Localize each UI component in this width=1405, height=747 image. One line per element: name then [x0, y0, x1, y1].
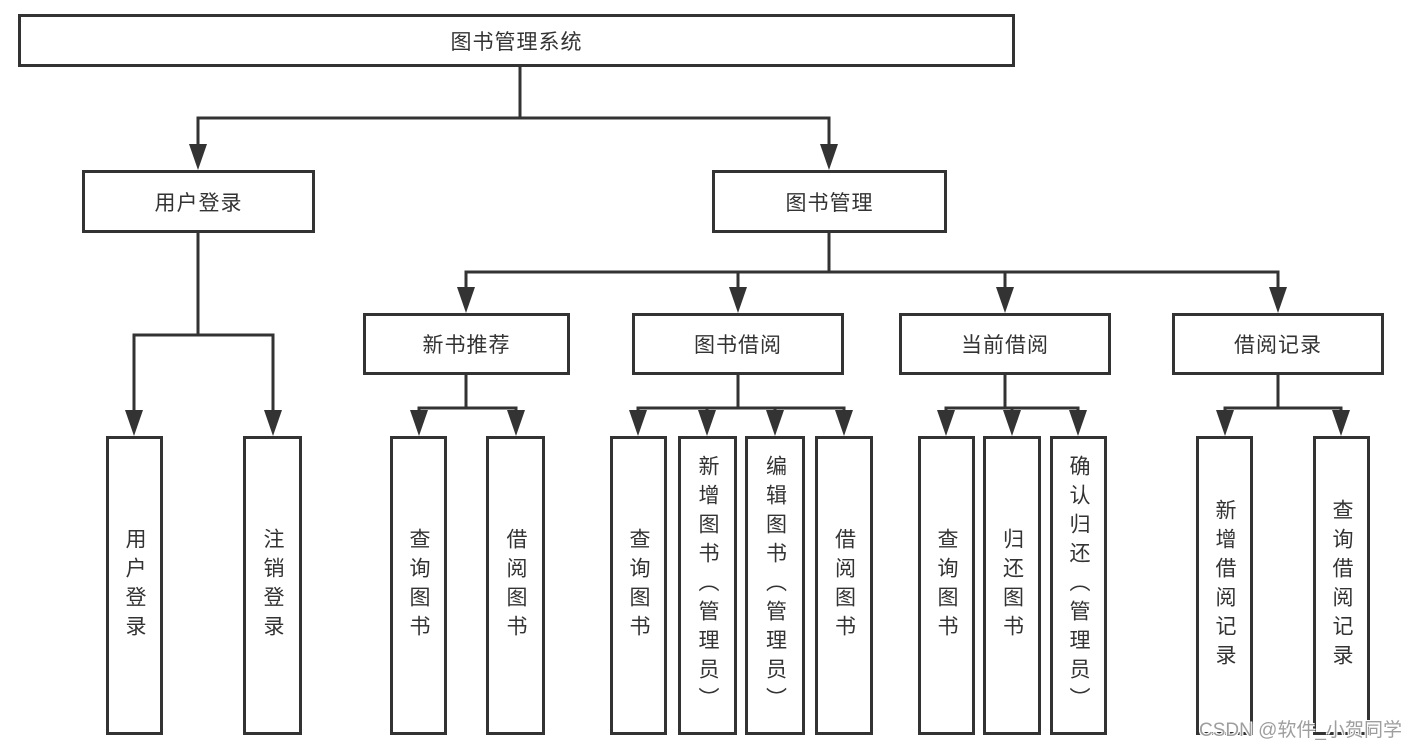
leaf-logout: 注销登录 [243, 436, 302, 735]
csdn-watermark: CSDN @软件_小贺同学 [1199, 720, 1402, 741]
leaf-borrow-books-recommend: 借阅图书 [486, 436, 545, 735]
leaf-query-books-recommend: 查询图书 [390, 436, 447, 735]
node-label: 图书管理系统 [450, 30, 583, 54]
leaf-borrow-books: 借阅图书 [815, 436, 873, 735]
leaf-add-book-admin: 新增图书（管理员） [678, 436, 737, 735]
node-label: 新增借阅记录 [1213, 498, 1236, 673]
node-library-management-system: 图书管理系统 [18, 14, 1015, 67]
node-label: 查询图书 [407, 527, 430, 644]
leaf-user-login: 用户登录 [106, 436, 163, 735]
node-label: 注销登录 [261, 527, 284, 644]
node-label: 图书管理 [785, 191, 874, 215]
node-label: 用户登录 [123, 527, 146, 644]
node-label: 新增图书（管理员） [696, 455, 719, 716]
node-book-borrowing: 图书借阅 [632, 313, 844, 375]
node-book-management: 图书管理 [712, 170, 947, 233]
node-borrowing-records: 借阅记录 [1172, 313, 1384, 375]
node-label: 编辑图书（管理员） [763, 455, 787, 716]
leaf-add-borrow-record: 新增借阅记录 [1196, 436, 1253, 735]
node-current-borrowing: 当前借阅 [899, 313, 1111, 375]
node-label: 查询借阅记录 [1330, 498, 1353, 673]
node-new-book-recommendation: 新书推荐 [363, 313, 570, 375]
node-label: 借阅图书 [504, 527, 527, 644]
node-label: 图书借阅 [694, 334, 782, 357]
node-label: 用户登录 [154, 191, 243, 215]
node-label: 归还图书 [1000, 527, 1024, 644]
leaf-query-borrow-record: 查询借阅记录 [1313, 436, 1370, 735]
node-label: 查询图书 [935, 527, 958, 644]
node-label: 借阅记录 [1234, 334, 1322, 357]
leaf-query-books-current: 查询图书 [918, 436, 975, 735]
node-user-login: 用户登录 [82, 170, 315, 233]
node-label: 确认归还（管理员） [1067, 455, 1090, 716]
leaf-edit-book-admin: 编辑图书（管理员） [745, 436, 805, 735]
leaf-query-books-borrow: 查询图书 [610, 436, 667, 735]
leaf-return-books: 归还图书 [983, 436, 1041, 735]
arrowheads [125, 144, 1350, 436]
node-label: 借阅图书 [832, 527, 856, 644]
node-label: 当前借阅 [961, 334, 1049, 357]
node-label: 查询图书 [627, 527, 650, 644]
node-label: 新书推荐 [422, 334, 511, 357]
leaf-confirm-return-admin: 确认归还（管理员） [1050, 436, 1107, 735]
